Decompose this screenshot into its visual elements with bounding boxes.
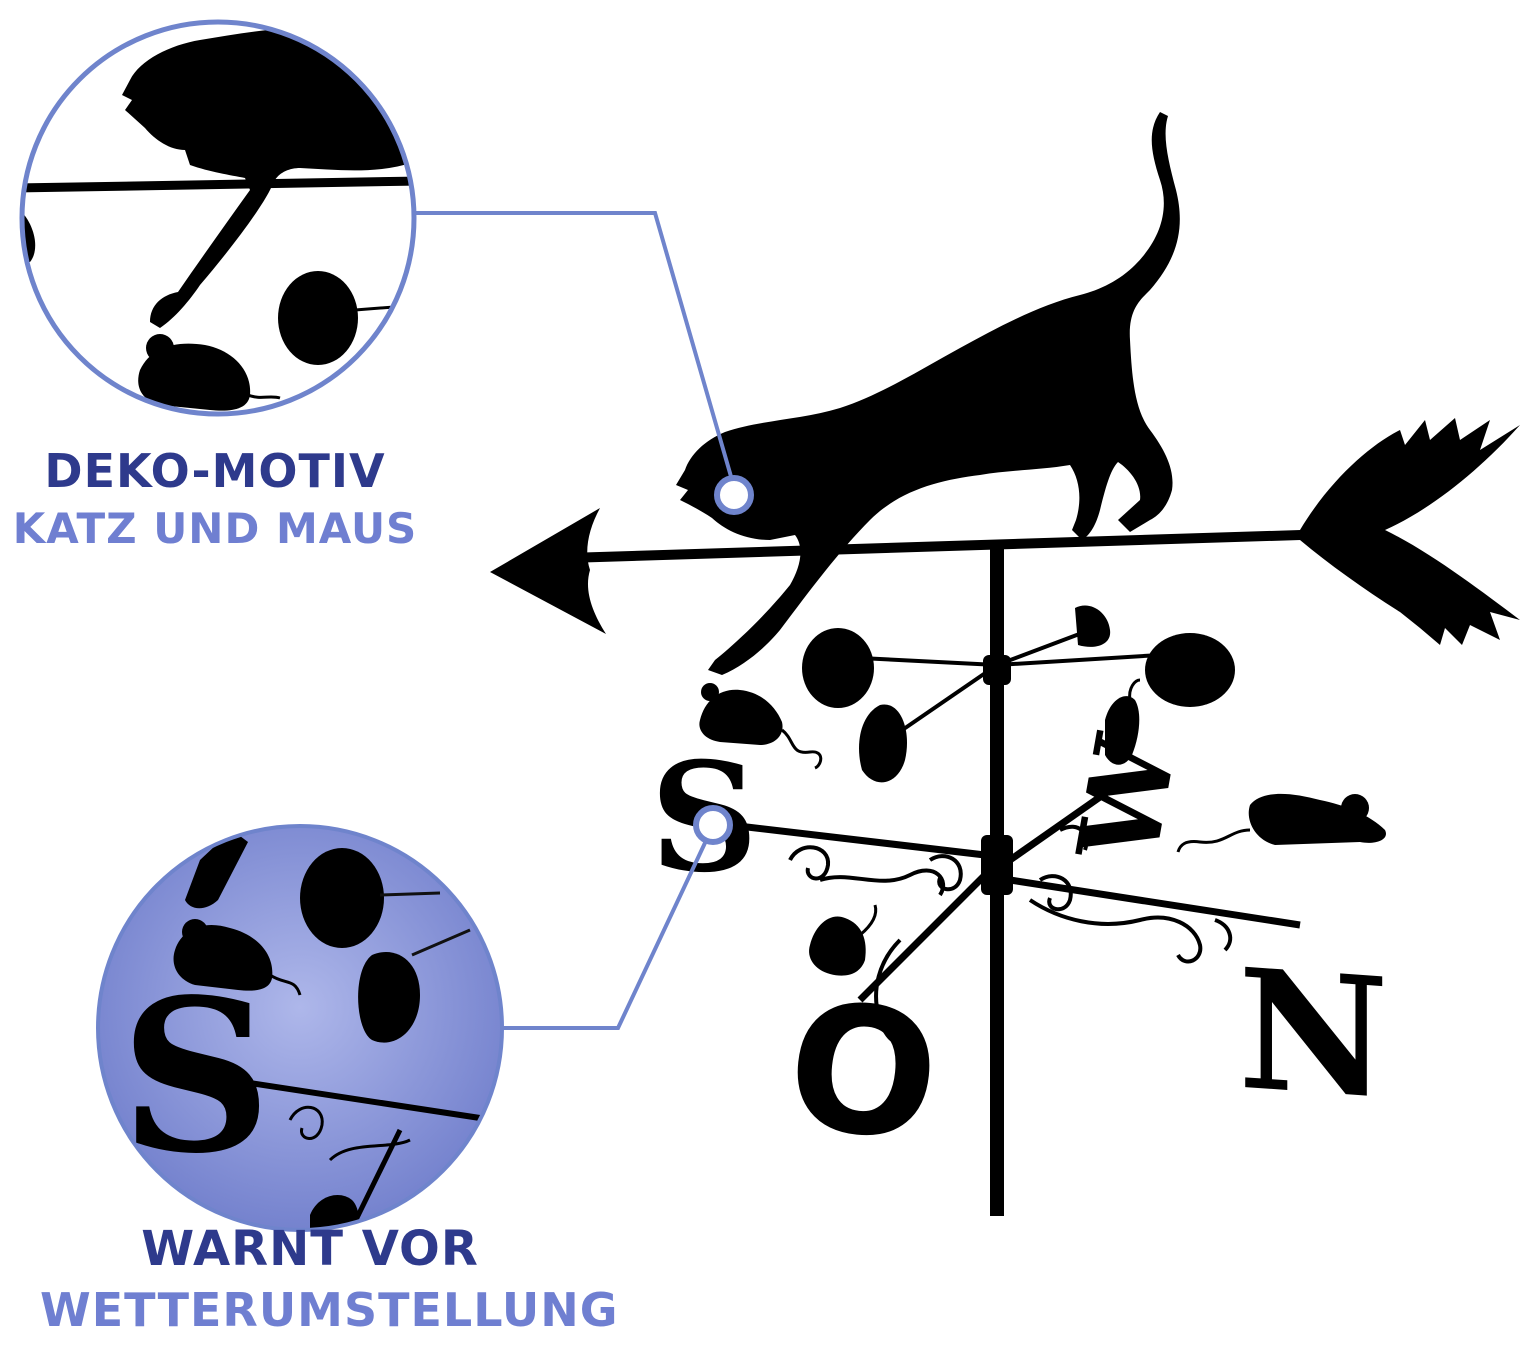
callout-dot-letter	[693, 805, 733, 845]
mouse-icon	[809, 904, 878, 976]
wind-cups	[802, 605, 1235, 783]
mouse-icon	[1176, 793, 1386, 853]
wind-cup-icon	[300, 848, 384, 948]
callout-connectors	[416, 211, 734, 1030]
letter-s-zoom: S	[96, 824, 504, 1232]
compass-arms	[729, 787, 1301, 1003]
arrow-icon	[490, 508, 606, 634]
callout-dot-cat	[714, 475, 754, 515]
mouse-icon	[699, 683, 823, 770]
wind-cup-icon	[1145, 633, 1235, 707]
caption-title-decor: DEKO-MOTIV	[44, 444, 386, 498]
compass-letter-s: S	[120, 953, 272, 1200]
wind-cup-icon	[859, 704, 908, 783]
caption-subtitle-decor: KATZ UND MAUS	[12, 504, 418, 553]
scrollwork	[788, 824, 1233, 1046]
caption-subtitle-weather: WETTERUMSTELLUNG	[40, 1283, 619, 1337]
cat-icon	[122, 27, 414, 328]
callout-caption-decor: DEKO-MOTIV KATZ UND MAUS	[0, 448, 430, 550]
caption-title-weather: WARNT VOR	[141, 1221, 479, 1277]
compass-letter-n: N	[1238, 932, 1389, 1136]
cat-mouse-zoom	[19, 19, 417, 417]
wind-cup-icon	[278, 271, 358, 365]
callout-caption-weather: WARNT VOR WETTERUMSTELLUNG	[40, 1221, 619, 1337]
weathervane: S W N O	[490, 112, 1520, 1216]
wind-cup-icon	[802, 628, 874, 708]
wind-cup-icon	[358, 951, 420, 1043]
cat-icon	[676, 112, 1180, 675]
compass-letter-w: W	[1053, 726, 1202, 872]
arrow-tail	[1300, 418, 1520, 645]
compass-letter-o: O	[779, 964, 948, 1181]
mouse-icon	[1105, 678, 1141, 765]
arrow-shaft	[575, 528, 1335, 563]
wind-cup-icon	[1075, 605, 1111, 647]
